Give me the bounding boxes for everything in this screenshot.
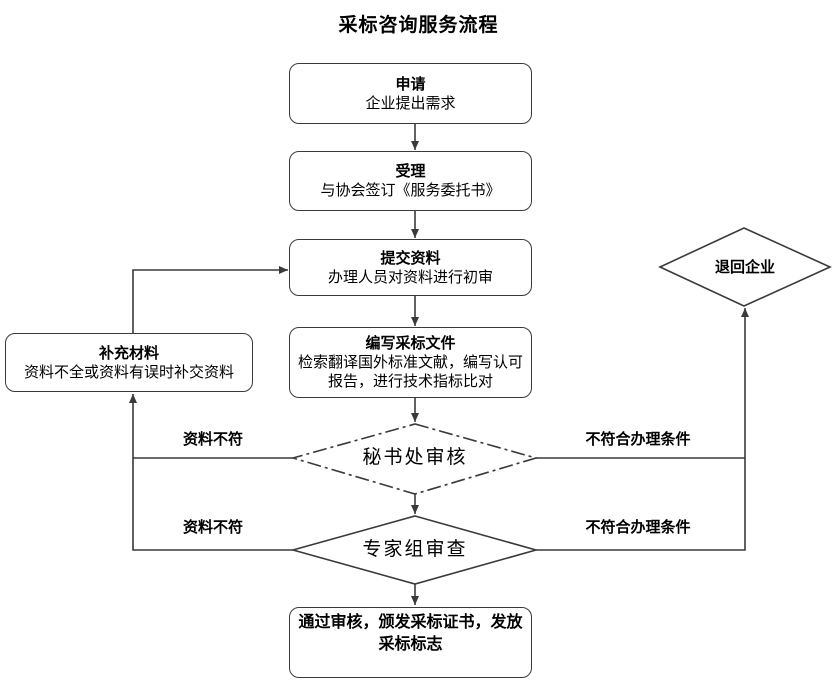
node-compile: 编写采标文件 检索翻译国外标准文献，编写认可报告，进行技术指标比对 — [289, 327, 532, 398]
node-accept-subtitle: 与协会签订《服务委托书》 — [320, 182, 501, 199]
edge-expert-noteligible-to-return — [536, 308, 749, 551]
node-compile-title: 编写采标文件 — [365, 335, 456, 352]
node-submit-title: 提交资料 — [380, 249, 441, 267]
edge-label-expert-not-eligible: 不符合办理条件 — [585, 519, 691, 536]
diamond-expert-review — [290, 515, 539, 585]
node-accept-title: 受理 — [395, 163, 426, 180]
node-supplement-subtitle: 资料不全或资料有误时补交资料 — [23, 363, 234, 381]
node-supplement-title: 补充材料 — [98, 344, 159, 362]
node-compile-subtitle: 检索翻译国外标准文献，编写认可报告，进行技术指标比对 — [297, 354, 523, 390]
node-issue-title: 通过审核，颁发采标证书，发放采标标志 — [298, 614, 523, 653]
diamond-return-to-enterprise — [658, 227, 832, 307]
node-return-to-enterprise-label: 退回企业 — [714, 259, 775, 276]
node-apply: 申请 企业提出需求 — [289, 63, 532, 124]
diamond-secretariat-review — [290, 423, 539, 495]
page-title: 采标咨询服务流程 — [338, 15, 499, 36]
node-apply-title: 申请 — [395, 75, 426, 93]
node-supplement: 补充材料 资料不全或资料有误时补交资料 — [5, 333, 253, 392]
edge-label-expert-mismatch: 资料不符 — [182, 519, 243, 536]
edge-supplement-to-submit — [132, 266, 288, 333]
node-submit-subtitle: 办理人员对资料进行初审 — [327, 268, 493, 286]
node-expert-review-label: 专家组审查 — [362, 539, 468, 560]
node-issue: 通过审核，颁发采标证书，发放采标标志 — [289, 607, 532, 678]
node-secretariat-review-label: 秘书处审核 — [362, 447, 468, 468]
edge-expert-mismatch-to-supplement — [129, 394, 293, 551]
edge-label-secretariat-mismatch: 资料不符 — [182, 431, 243, 448]
node-accept: 受理 与协会签订《服务委托书》 — [289, 151, 532, 211]
node-apply-subtitle: 企业提出需求 — [365, 94, 456, 112]
edge-label-secretariat-not-eligible: 不符合办理条件 — [585, 431, 691, 448]
node-submit: 提交资料 办理人员对资料进行初审 — [289, 239, 532, 296]
